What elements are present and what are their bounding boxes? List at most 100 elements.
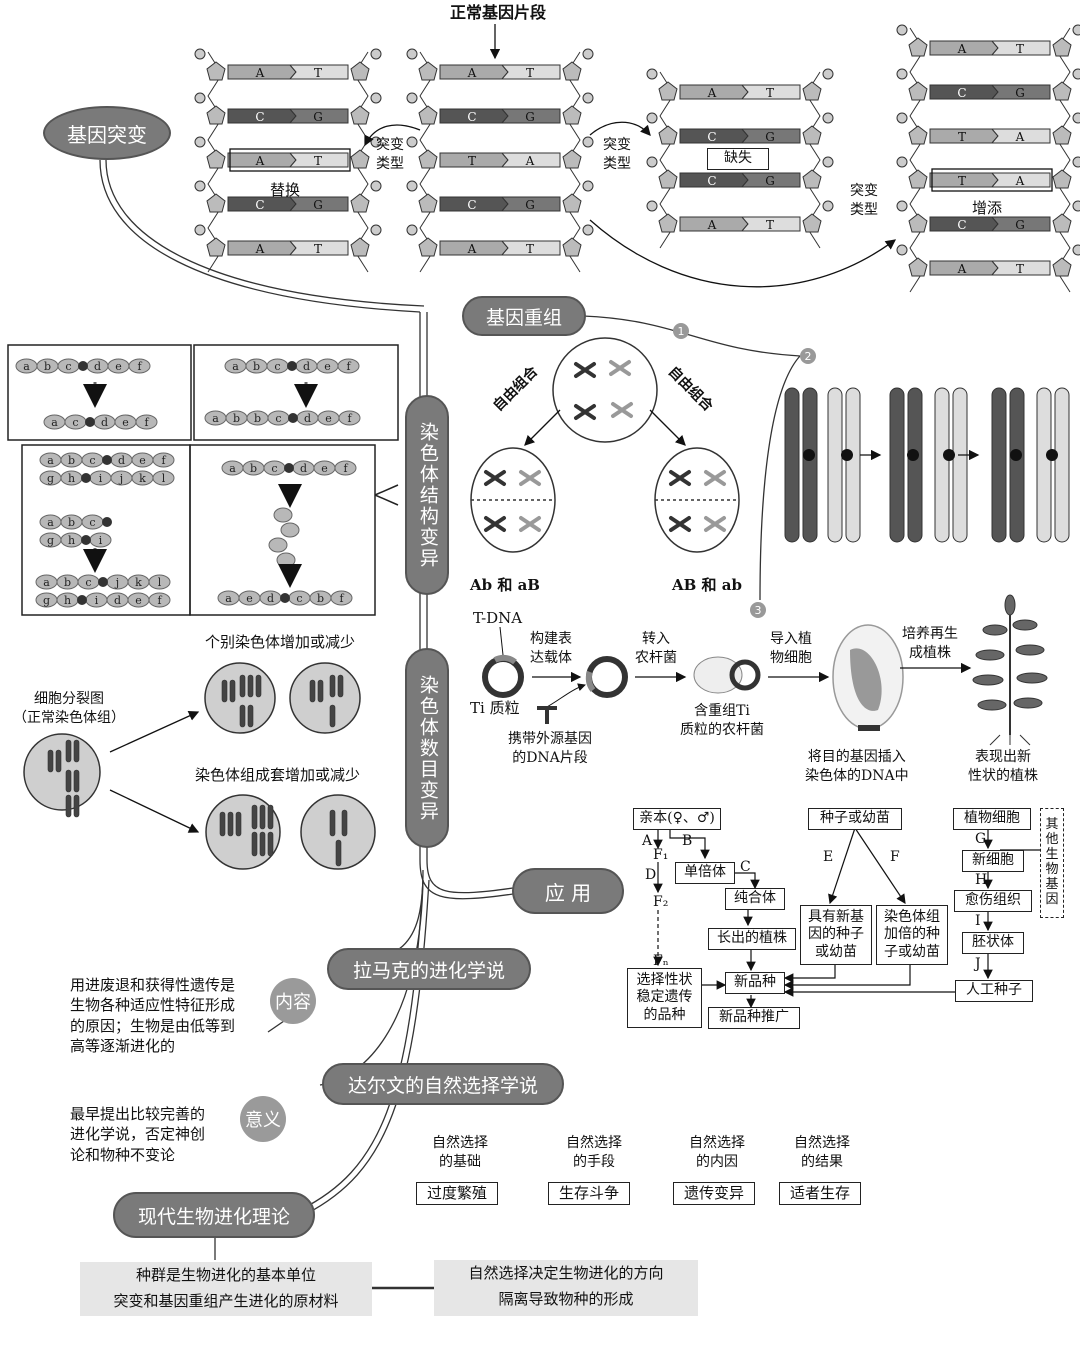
chromosome bbox=[317, 679, 324, 703]
gene-letter: e bbox=[246, 592, 253, 605]
step-regenerate: 培养再生 成植株 bbox=[902, 626, 958, 661]
chromosome bbox=[55, 749, 62, 773]
chromosome bbox=[73, 769, 80, 793]
sugar-pentagon bbox=[1052, 169, 1072, 189]
chromatid bbox=[845, 387, 861, 543]
base-letter: G bbox=[1015, 218, 1025, 232]
base-right bbox=[990, 40, 1051, 56]
gene-letter: l bbox=[158, 576, 162, 589]
x-chromosome bbox=[574, 404, 596, 420]
gene-letter: b bbox=[317, 592, 324, 605]
gene-letter: h bbox=[68, 472, 75, 485]
chromosome bbox=[337, 674, 344, 698]
select-variety-box: 选择性状 稳定遗传 的品种 bbox=[627, 968, 702, 1028]
gene-segment bbox=[273, 507, 293, 523]
chromosome bbox=[235, 811, 242, 837]
chromosome bbox=[329, 809, 336, 837]
arrow-to-substitution bbox=[364, 124, 421, 147]
doubled-seed-box: 染色体组 加倍的种 子或幼苗 bbox=[876, 905, 948, 965]
chromatid bbox=[952, 387, 968, 543]
base-letter: T bbox=[526, 242, 534, 256]
gene-letter: g bbox=[47, 534, 54, 547]
chromosome bbox=[255, 674, 262, 698]
chromosome bbox=[65, 739, 72, 763]
mutation-type-label-3: 突变 类型 bbox=[850, 183, 878, 218]
chromatid bbox=[1036, 387, 1052, 543]
sugar-pentagon bbox=[658, 213, 678, 233]
x-chromosome bbox=[704, 516, 726, 532]
sugar-pentagon bbox=[350, 105, 370, 125]
gene-letter: f bbox=[157, 594, 162, 607]
gene-letter: f bbox=[144, 416, 149, 429]
darwin-value-4: 适者生存 bbox=[779, 1182, 861, 1205]
content-tag: 内容 bbox=[270, 978, 316, 1024]
phosphate bbox=[896, 112, 908, 124]
gene-letter: b bbox=[68, 516, 75, 529]
arrow-free-combo-left bbox=[524, 409, 561, 446]
sugar-pentagon bbox=[1052, 125, 1072, 145]
sugar-pentagon bbox=[562, 237, 582, 257]
sugar-pentagon bbox=[658, 81, 678, 101]
arrow-free-combo-right bbox=[649, 409, 686, 446]
phosphate bbox=[194, 92, 206, 104]
phosphate bbox=[1072, 68, 1080, 80]
gene-letter: i bbox=[99, 534, 103, 547]
base-letter: A bbox=[1015, 174, 1025, 188]
gene-letter: e bbox=[321, 462, 328, 475]
centromere bbox=[1010, 449, 1022, 461]
sugar-pentagon bbox=[418, 149, 438, 169]
plant-cell-box: 植物细胞 bbox=[953, 808, 1031, 830]
chromatid bbox=[1054, 387, 1070, 543]
centromere bbox=[102, 455, 112, 465]
gene-letter: c bbox=[89, 516, 95, 529]
haploid-box: 单倍体 bbox=[675, 862, 735, 884]
phosphate bbox=[370, 224, 382, 236]
chromosome bbox=[227, 811, 234, 837]
sugar-pentagon bbox=[206, 149, 226, 169]
darwin-value-2: 生存斗争 bbox=[548, 1182, 630, 1205]
f2-label: F₂ bbox=[653, 894, 669, 910]
base-right bbox=[740, 84, 801, 100]
arrow-to-deletion bbox=[589, 121, 651, 136]
gene-letter: a bbox=[225, 592, 232, 605]
gene-letter: a bbox=[43, 576, 50, 589]
gene-segment bbox=[280, 522, 300, 538]
gene-letter: d bbox=[267, 592, 274, 605]
sugar-pentagon bbox=[658, 125, 678, 145]
chromosome bbox=[335, 839, 342, 867]
letter-e: E bbox=[823, 849, 834, 865]
gene-letter: e bbox=[325, 412, 332, 425]
gene-letter: a bbox=[23, 360, 30, 373]
sugar-pentagon bbox=[908, 213, 928, 233]
phosphate bbox=[582, 136, 594, 148]
sugar-pentagon bbox=[350, 193, 370, 213]
sugar-pentagon bbox=[908, 37, 928, 57]
x-chromosome bbox=[669, 516, 691, 532]
step-build-vector: 构建表 达载体 bbox=[530, 631, 572, 666]
foreign-dna-label: 携带外源基因 的DNA片段 bbox=[508, 731, 592, 766]
base-letter: A bbox=[707, 218, 717, 232]
phosphate bbox=[406, 180, 418, 192]
gene-letter: b bbox=[64, 576, 71, 589]
sugar-pentagon bbox=[206, 105, 226, 125]
phosphate bbox=[194, 180, 206, 192]
base-letter: A bbox=[525, 154, 535, 168]
letter-j: J bbox=[975, 956, 981, 972]
darwin-value-3: 遗传变异 bbox=[673, 1182, 755, 1205]
new-gene-seed-box: 具有新基 因的种子 或幼苗 bbox=[800, 905, 872, 965]
base-right bbox=[990, 84, 1051, 100]
promote-box: 新品种推广 bbox=[708, 1007, 800, 1029]
gene-letter: b bbox=[68, 454, 75, 467]
marker-3: 3 bbox=[750, 602, 766, 618]
other-gene-box: 其 他 生 物 基 因 bbox=[1040, 808, 1064, 918]
phosphate bbox=[406, 48, 418, 60]
base-right bbox=[288, 64, 349, 80]
base-letter: A bbox=[255, 154, 265, 168]
letter-f: F bbox=[890, 849, 900, 865]
phosphate bbox=[582, 92, 594, 104]
meiosis-cells bbox=[470, 337, 740, 553]
centromere bbox=[81, 473, 91, 483]
seed-box: 种子或幼苗 bbox=[808, 808, 902, 830]
mutation-type-label-1: 突变 类型 bbox=[376, 137, 404, 172]
gene-letter: f bbox=[137, 360, 142, 373]
